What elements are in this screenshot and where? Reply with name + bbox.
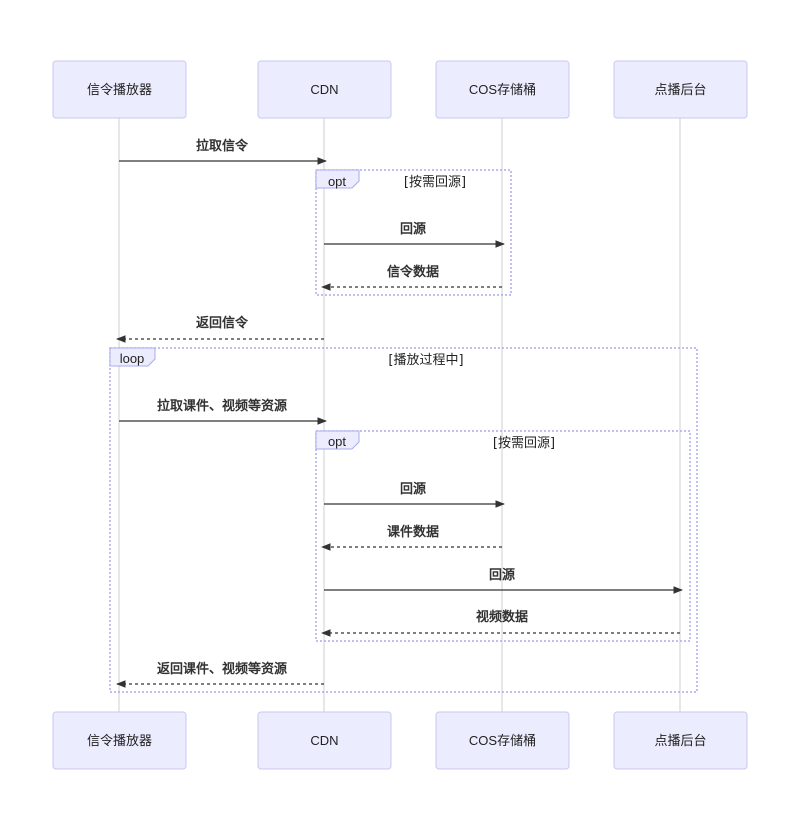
actor-cos-top: COS存储桶 [435, 60, 570, 119]
actor-cdn-top: CDN [257, 60, 392, 119]
message-8: 回源 [324, 567, 683, 594]
actor-player-bottom: 信令播放器 [52, 711, 187, 770]
actor-label: 信令播放器 [87, 733, 152, 748]
actor-label: CDN [310, 82, 338, 97]
actor-cos-bottom: COS存储桶 [435, 711, 570, 770]
message-9: 视频数据 [321, 609, 680, 637]
message-label: 拉取信令 [196, 138, 249, 154]
actor-vod-bottom: 点播后台 [613, 711, 748, 770]
message-10: 返回课件、视频等资源 [116, 661, 324, 688]
message-label: 回源 [400, 481, 426, 497]
message-label: 返回课件、视频等资源 [157, 661, 287, 677]
message-7: 课件数据 [321, 524, 502, 551]
frame-type-label: opt [328, 174, 346, 189]
actor-label: 点播后台 [654, 733, 706, 748]
message-6: 回源 [324, 481, 505, 508]
message-1: 拉取信令 [119, 138, 327, 165]
frame-loop: loop [播放过程中] [109, 347, 698, 693]
frame-type-label: opt [328, 434, 346, 449]
message-3: 信令数据 [321, 264, 502, 291]
message-label: 信令数据 [387, 264, 439, 280]
message-label: 视频数据 [476, 609, 528, 625]
message-label: 回源 [489, 567, 515, 583]
message-4: 返回信令 [116, 315, 324, 343]
message-label: 课件数据 [387, 524, 439, 540]
frame-opt-2: opt [按需回源] [315, 430, 691, 642]
frame-type-label: loop [120, 351, 145, 366]
actor-label: COS存储桶 [469, 82, 536, 97]
actor-label: 信令播放器 [87, 82, 152, 97]
actor-label: 点播后台 [654, 82, 706, 97]
frame-condition: [按需回源] [404, 175, 466, 190]
actor-player-top: 信令播放器 [52, 60, 187, 119]
frame-opt-1: opt [按需回源] [315, 169, 512, 296]
message-label: 拉取课件、视频等资源 [157, 398, 287, 414]
actor-cdn-bottom: CDN [257, 711, 392, 770]
frame-condition: [播放过程中] [388, 353, 463, 368]
message-label: 回源 [400, 221, 426, 237]
actor-vod-top: 点播后台 [613, 60, 748, 119]
message-2: 回源 [324, 221, 505, 248]
frame-condition: [按需回源] [493, 436, 555, 451]
actor-label: COS存储桶 [469, 733, 536, 748]
actor-label: CDN [310, 733, 338, 748]
message-5: 拉取课件、视频等资源 [119, 398, 327, 425]
message-label: 返回信令 [196, 315, 249, 331]
